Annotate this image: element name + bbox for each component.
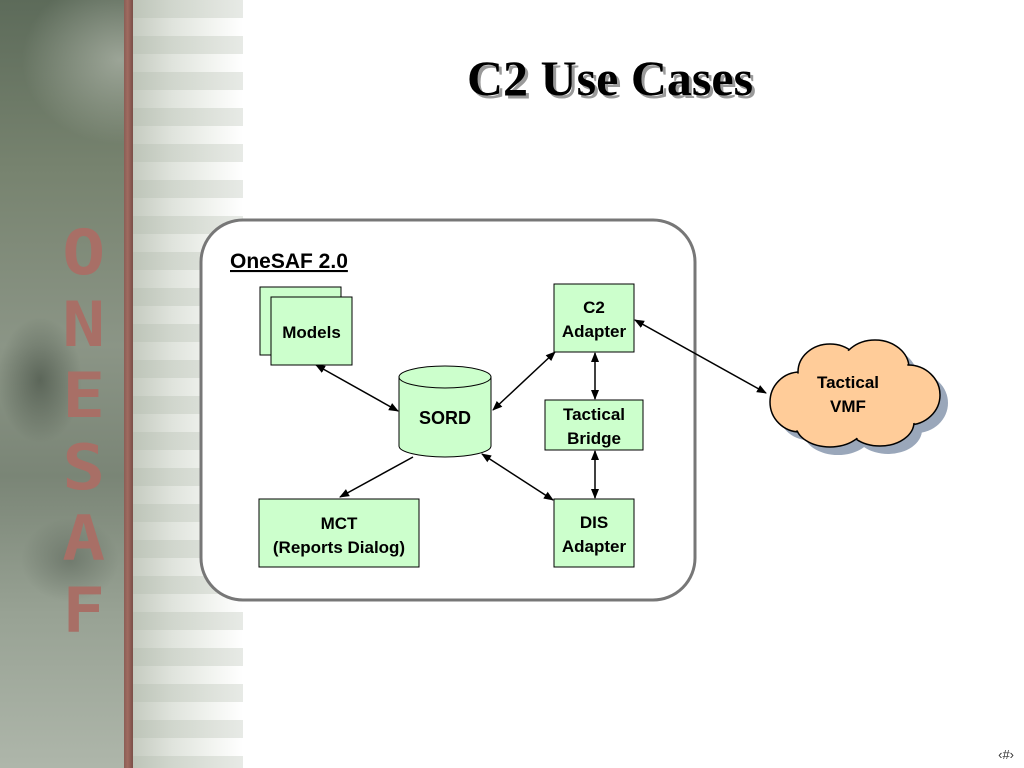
mct-box xyxy=(258,498,420,568)
tactical-vmf-node: Tactical VMF xyxy=(769,339,948,455)
page-title: C2 Use Cases xyxy=(466,50,754,106)
c2-adapter-node: C2 Adapter xyxy=(553,283,635,353)
mct-label-line2: (Reports Dialog) xyxy=(273,538,405,557)
banner-letter: N xyxy=(62,287,106,361)
banner-letter: F xyxy=(62,573,106,647)
banner-letter: E xyxy=(62,359,106,433)
banner-logo-letters: O N E S A F xyxy=(52,222,116,642)
page-number: ‹#› xyxy=(998,747,1014,762)
models-node: Models xyxy=(259,286,353,366)
mct-label-line1: MCT xyxy=(321,514,358,533)
tactical-bridge-node: Tactical Bridge xyxy=(544,399,644,451)
c2-adapter-label-line1: C2 xyxy=(583,298,605,317)
mct-node: MCT (Reports Dialog) xyxy=(258,498,420,568)
tactical-bridge-box xyxy=(544,399,644,451)
dis-adapter-label-line1: DIS xyxy=(580,513,608,532)
side-banner xyxy=(0,0,126,768)
banner-letter: A xyxy=(62,502,106,576)
connectors xyxy=(315,319,767,501)
banner-stripe xyxy=(124,0,133,768)
banner-letter: S xyxy=(62,430,106,504)
connector-sord-mct xyxy=(339,456,414,498)
container-label: OneSAF 2.0 xyxy=(230,250,348,273)
connector-sord-dis-adapter xyxy=(481,453,554,501)
sord-cylinder-body xyxy=(398,377,492,458)
dis-adapter-label-line2: Adapter xyxy=(562,537,627,556)
sord-label: SORD xyxy=(419,408,471,428)
c2-adapter-label-line2: Adapter xyxy=(562,322,627,341)
tactical-bridge-label-line1: Tactical xyxy=(563,405,625,424)
dis-adapter-box xyxy=(553,498,635,568)
tactical-vmf-label-line1: Tactical xyxy=(817,373,879,392)
connector-models-sord xyxy=(315,364,399,412)
tactical-bridge-label-line2: Bridge xyxy=(567,429,621,448)
dis-adapter-node: DIS Adapter xyxy=(553,498,635,568)
banner-letter: O xyxy=(62,216,106,289)
sord-node: SORD xyxy=(398,365,492,458)
models-box-front xyxy=(270,296,353,366)
sord-cylinder-top xyxy=(398,365,492,389)
tactical-vmf-label-line2: VMF xyxy=(830,397,866,416)
c2-adapter-box xyxy=(553,283,635,353)
models-label: Models xyxy=(282,323,341,342)
cloud-fill xyxy=(771,341,939,446)
connector-sord-c2-adapter xyxy=(492,351,556,411)
connector-c2-adapter-tactical-vmf xyxy=(634,319,767,394)
